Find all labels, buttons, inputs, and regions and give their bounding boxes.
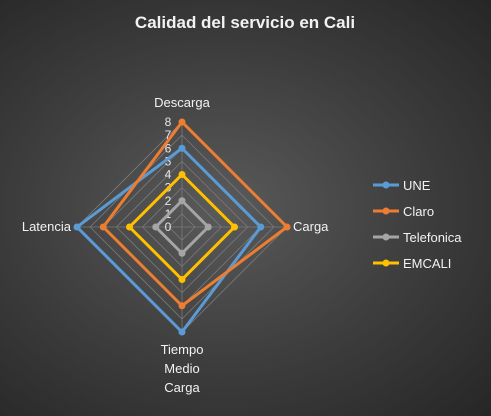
series-0-point-0 (178, 144, 186, 152)
series-1-point-1 (283, 223, 291, 231)
tick-label-6: 6 (165, 141, 172, 155)
series-2-point-3 (152, 223, 160, 231)
legend-item-0: UNE (373, 178, 431, 193)
legend-swatch-dot-0 (382, 181, 390, 189)
series-3-point-0 (178, 171, 186, 178)
series (73, 118, 291, 336)
series-1-point-2 (178, 302, 186, 310)
series-2-point-2 (178, 249, 186, 257)
series-3-point-3 (126, 223, 133, 231)
legend-label-2: Telefonica (403, 230, 462, 245)
legend-item-3: EMCALI (373, 256, 451, 271)
axis-label-1: Carga (293, 219, 329, 234)
series-0-point-2 (178, 328, 186, 336)
series-2-point-1 (204, 223, 212, 231)
series-1-point-0 (178, 118, 186, 126)
legend-swatch-dot-3 (382, 259, 390, 267)
chart-title: Calidad del servicio en Cali (135, 13, 355, 32)
tick-label-5: 5 (165, 154, 172, 168)
tick-label-2: 2 (165, 194, 172, 208)
tick-label-7: 7 (165, 128, 172, 142)
legend-item-2: Telefonica (373, 230, 462, 245)
axis-label-0: Descarga (154, 95, 210, 110)
series-0-point-1 (257, 223, 265, 231)
legend-label-0: UNE (403, 178, 431, 193)
series-3-point-2 (178, 276, 186, 283)
series-0-point-3 (73, 223, 81, 231)
tick-label-8: 8 (165, 115, 172, 129)
series-2-point-0 (178, 197, 186, 205)
legend-swatch-dot-1 (382, 207, 390, 215)
series-3-point-1 (231, 223, 238, 231)
tick-label-4: 4 (165, 168, 172, 182)
legend-swatch-dot-2 (382, 233, 390, 241)
axis-label-3: Latencia (22, 219, 72, 234)
grid (76, 121, 288, 333)
legend-label-3: EMCALI (403, 256, 451, 271)
legend-item-1: Claro (373, 204, 434, 219)
series-1-point-3 (99, 223, 107, 231)
tick-label-0: 0 (165, 220, 172, 234)
legend-label-1: Claro (403, 204, 434, 219)
